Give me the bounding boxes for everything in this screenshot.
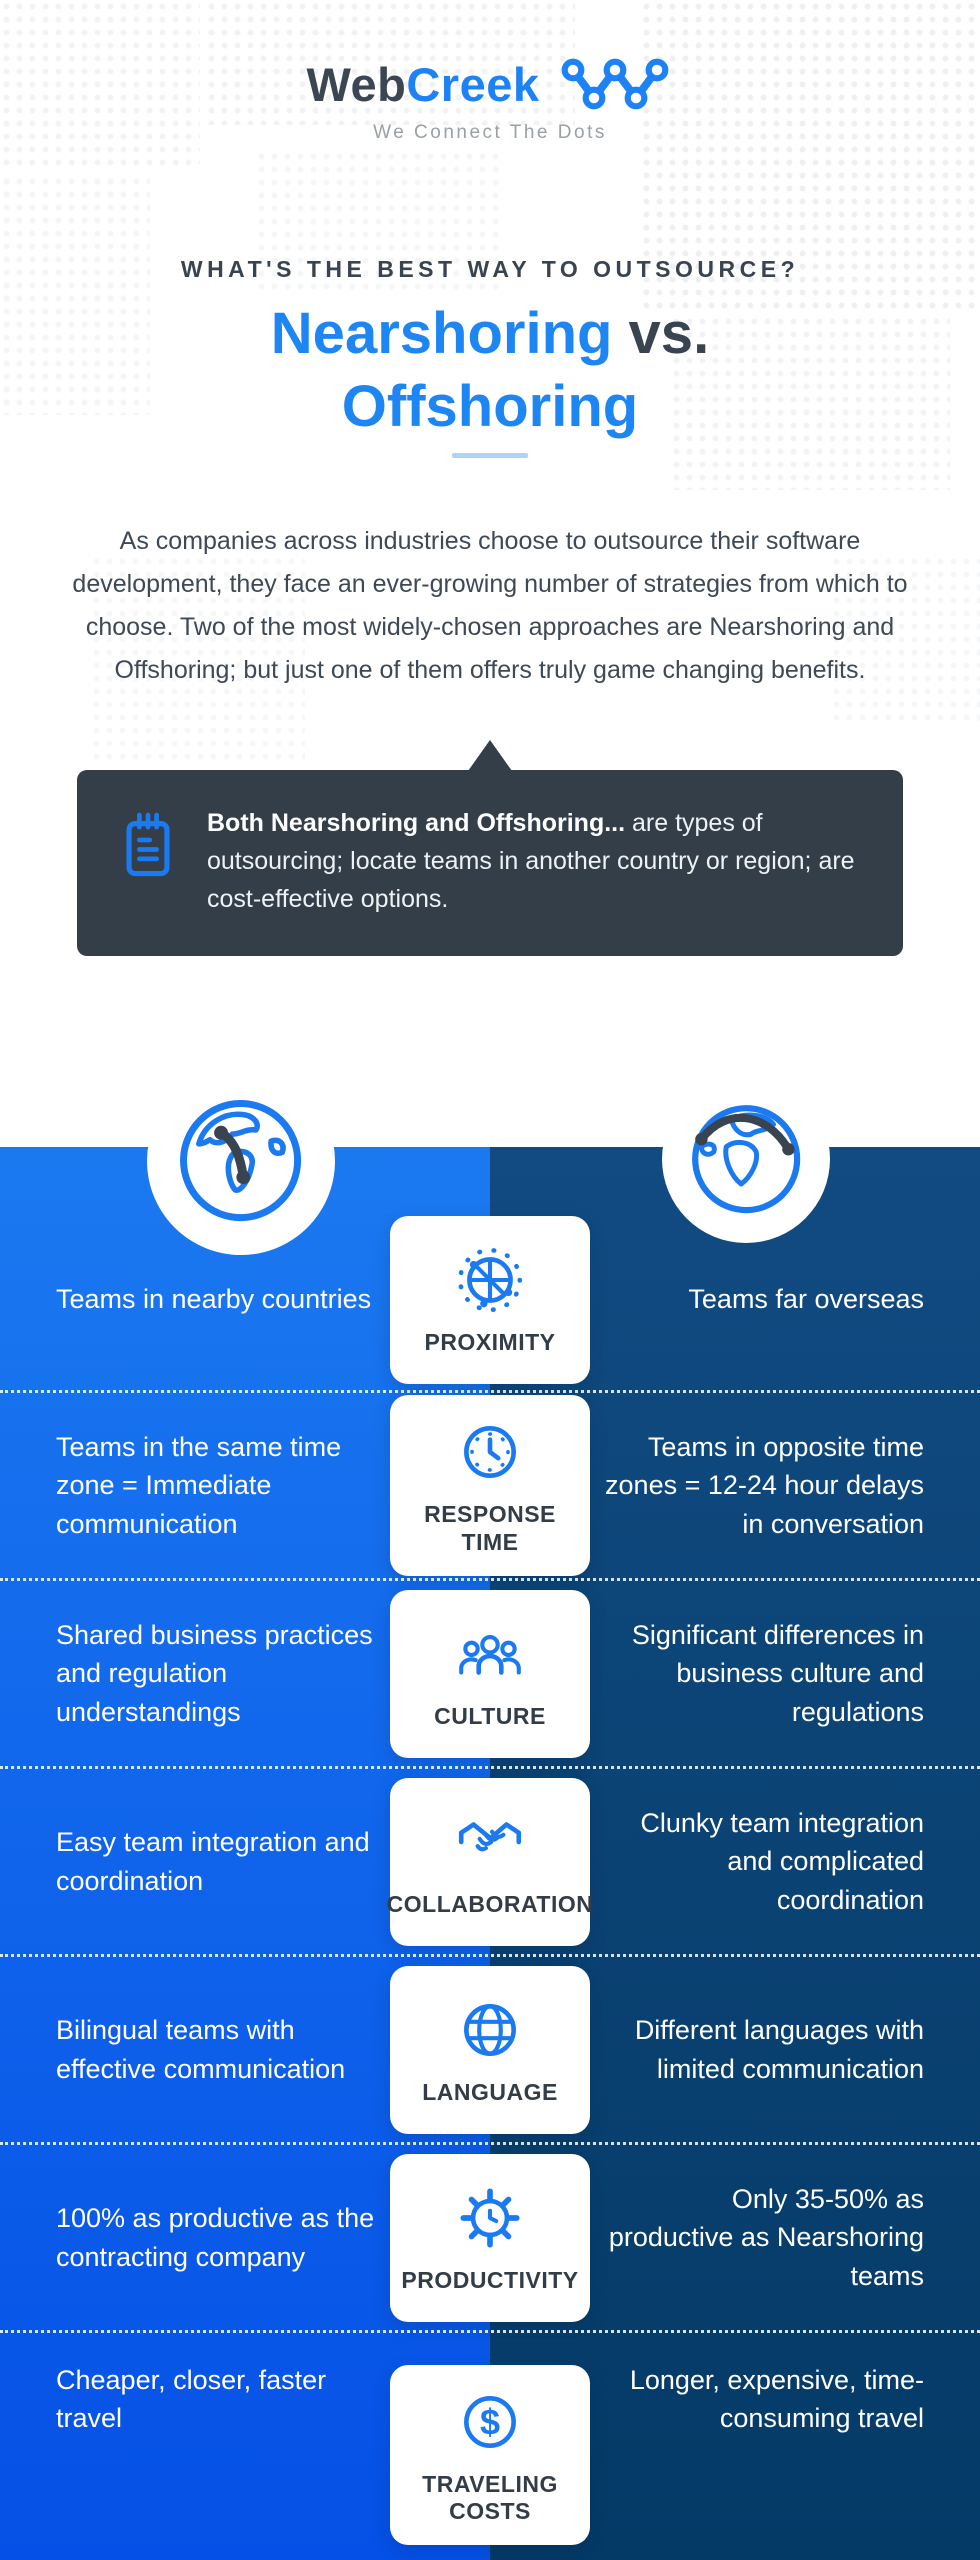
category-label: LANGUAGE (422, 2078, 558, 2105)
category-card: PROXIMITY (390, 1215, 590, 1384)
category-label: COLLABORATION (386, 1890, 594, 1917)
productivity-icon (453, 2181, 527, 2255)
nearshoring-text: Shared business practices and regulation… (56, 1620, 373, 1727)
webcreek-logo-text: WebCreek (306, 57, 539, 112)
comparison-row: 100% as productive as the contracting co… (0, 2142, 980, 2330)
category-card: RESPONSE TIME (390, 1395, 590, 1576)
category-label: CULTURE (434, 1702, 546, 1729)
category-card: CULTURE (390, 1589, 590, 1758)
nearshoring-text: Cheaper, closer, faster travel (56, 2365, 327, 2434)
category-card: PRODUCTIVITY (390, 2153, 590, 2322)
comparison-row: Cheaper, closer, faster travel $ TRAVELI… (0, 2330, 980, 2560)
callout-pointer (468, 740, 512, 772)
header-section: WebCreek We Connect The Dots WHAT'S THE … (0, 0, 980, 1147)
proximity-icon (453, 1243, 527, 1317)
nearshoring-text: Teams in the same time zone = Immediate … (56, 1432, 342, 1539)
language-icon (453, 1993, 527, 2067)
culture-icon (453, 1617, 527, 1691)
nearshoring-text: Teams in nearby countries (56, 1284, 372, 1315)
logo-word-creek: Creek (406, 57, 540, 111)
offshoring-text: Significant differences in business cult… (631, 1620, 924, 1727)
comparison-row: Teams in the same time zone = Immediate … (0, 1390, 980, 1578)
logo-word-web: Web (306, 57, 407, 111)
svg-text:$: $ (480, 2401, 500, 2442)
comparison-row: Shared business practices and regulation… (0, 1578, 980, 1766)
category-label: RESPONSE TIME (424, 1501, 556, 1555)
page-title: Nearshoring vs. Offshoring (0, 297, 980, 443)
category-card: LANGUAGE (390, 1965, 590, 2134)
notepad-icon (126, 812, 170, 877)
comparison-section: Teams in nearby countries PROXIMITY Team… (0, 1067, 980, 2560)
offshoring-text: Clunky team integration and complicated … (640, 1808, 924, 1915)
callout-rest-text: are types of outsourcing; locate teams i… (207, 809, 855, 914)
offshoring-text: Different languages with limited communi… (634, 2015, 924, 2084)
comparison-row: Teams in nearby countries PROXIMITY Team… (0, 1147, 980, 1390)
response-time-icon (453, 1415, 527, 1489)
category-label: TRAVELING COSTS (422, 2471, 558, 2525)
offshoring-text: Teams in opposite time zones = 12-24 hou… (605, 1432, 924, 1539)
comparison-rows: Teams in nearby countries PROXIMITY Team… (0, 1147, 980, 2560)
category-label: PRODUCTIVITY (401, 2266, 579, 2293)
intro-paragraph: As companies across industries choose to… (72, 527, 908, 685)
offshoring-text: Only 35-50% as productive as Nearshoring… (608, 2184, 924, 2291)
eyebrow-title: WHAT'S THE BEST WAY TO OUTSOURCE? (180, 256, 800, 282)
category-card: $ TRAVELING COSTS (390, 2365, 590, 2546)
globe-americas-short-route-icon (147, 1067, 335, 1255)
title-offshoring: Offshoring (341, 374, 639, 440)
title-vs: vs. (612, 301, 710, 366)
nearshoring-text: Bilingual teams with effective communica… (56, 2015, 346, 2084)
globe-overseas-long-route-icon (662, 1075, 830, 1243)
brand-tagline: We Connect The Dots (373, 122, 607, 143)
category-label: PROXIMITY (424, 1328, 556, 1355)
category-card: COLLABORATION (387, 1777, 593, 1946)
key-fact-callout: Both Nearshoring and Offshoring... are t… (77, 740, 903, 957)
collaboration-icon (453, 1805, 527, 1879)
comparison-row: Bilingual teams with effective communica… (0, 1954, 980, 2142)
offshoring-text: Longer, expensive, time-consuming travel (629, 2365, 924, 2434)
webcreek-logo: WebCreek (0, 56, 980, 112)
nearshoring-text: 100% as productive as the contracting co… (56, 2203, 375, 2272)
comparison-row: Easy team integration and coordination C… (0, 1766, 980, 1954)
traveling-costs-icon: $ (453, 2385, 527, 2459)
title-nearshoring: Nearshoring (270, 301, 613, 366)
callout-bold-text: Both Nearshoring and Offshoring... (207, 809, 632, 838)
nearshoring-text: Easy team integration and coordination (56, 1827, 370, 1896)
webcreek-w-dots-icon (561, 58, 668, 110)
offshoring-text: Teams far overseas (688, 1284, 924, 1315)
callout-text: Both Nearshoring and Offshoring... are t… (207, 804, 857, 918)
title-divider (452, 453, 528, 459)
